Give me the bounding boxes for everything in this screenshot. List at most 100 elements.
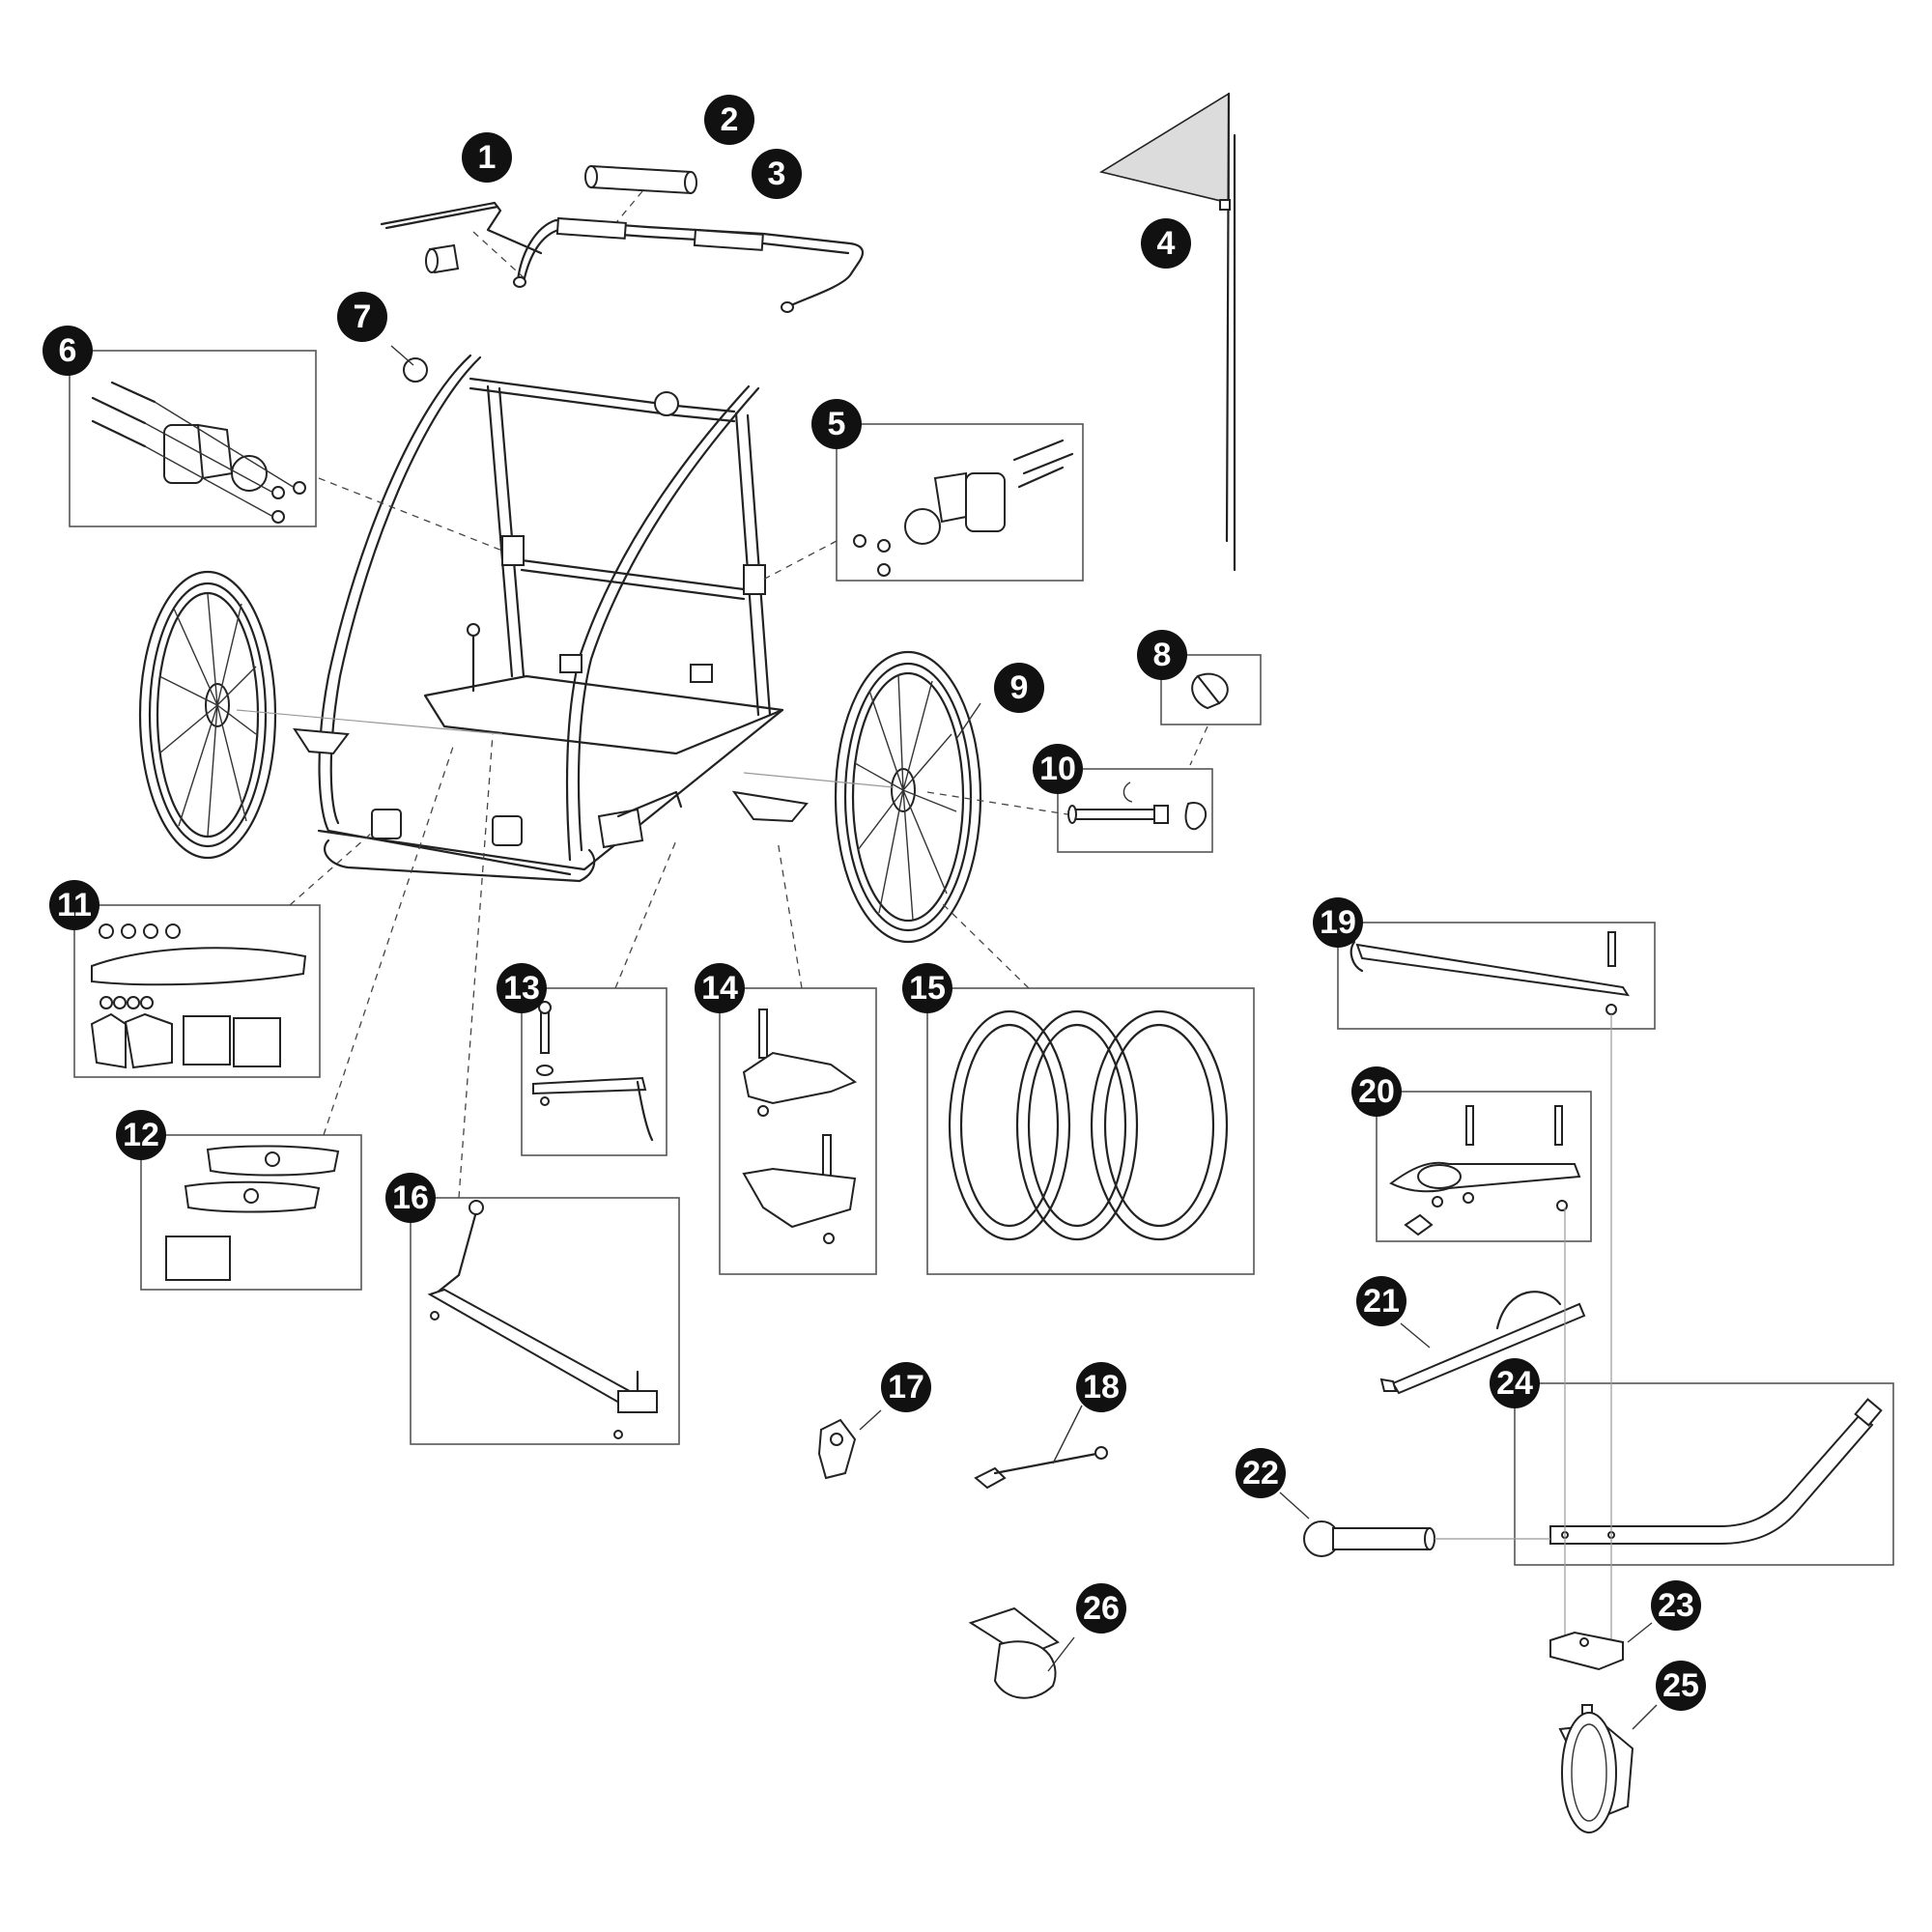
callout-4: 4 bbox=[1141, 218, 1191, 269]
callout-2: 2 bbox=[704, 95, 754, 145]
part-5-box bbox=[836, 423, 1084, 582]
svg-text:1: 1 bbox=[478, 139, 497, 176]
callout-16: 16 bbox=[385, 1173, 436, 1223]
svg-text:9: 9 bbox=[1010, 669, 1029, 706]
part-16-box bbox=[410, 1197, 680, 1445]
svg-text:4: 4 bbox=[1157, 225, 1176, 262]
svg-text:21: 21 bbox=[1363, 1283, 1400, 1320]
callout-25: 25 bbox=[1656, 1661, 1706, 1711]
svg-text:15: 15 bbox=[909, 970, 946, 1007]
callout-14-link bbox=[777, 839, 803, 989]
part-safety-flag bbox=[1098, 92, 1236, 572]
part-quick-release-skewer bbox=[974, 1405, 1108, 1490]
callout-19: 19 bbox=[1313, 897, 1363, 948]
svg-text:2: 2 bbox=[721, 101, 739, 138]
callout-6: 6 bbox=[43, 326, 93, 376]
svg-text:18: 18 bbox=[1083, 1369, 1120, 1406]
svg-text:17: 17 bbox=[888, 1369, 924, 1406]
part-safety-strap bbox=[1379, 1291, 1586, 1395]
part-front-reflector-set bbox=[165, 1145, 340, 1281]
part-right-hinge-clamp bbox=[853, 439, 1074, 577]
part-15-box bbox=[926, 987, 1255, 1275]
callout-12-link bbox=[323, 743, 455, 1136]
callout-17: 17 bbox=[881, 1362, 931, 1412]
part-left-hinge-clamp bbox=[91, 381, 306, 524]
part-parking-brake-pedal bbox=[968, 1606, 1075, 1699]
svg-text:22: 22 bbox=[1242, 1455, 1279, 1492]
part-push-handlebar bbox=[513, 216, 865, 313]
part-tow-arm-bracket-kit bbox=[1389, 1105, 1581, 1236]
part-14-box bbox=[719, 987, 877, 1275]
svg-text:6: 6 bbox=[59, 332, 77, 369]
svg-text:19: 19 bbox=[1320, 904, 1356, 941]
part-stroller-front-wheel bbox=[1558, 1704, 1658, 1833]
callout-15: 15 bbox=[902, 963, 952, 1013]
svg-text:12: 12 bbox=[123, 1117, 159, 1153]
part-hitch-coupler bbox=[817, 1409, 882, 1480]
callout-14: 14 bbox=[695, 963, 745, 1013]
svg-text:26: 26 bbox=[1083, 1590, 1120, 1627]
callout-8-link bbox=[1189, 725, 1208, 766]
part-hitch-pin bbox=[532, 1001, 654, 1142]
callout-6-link bbox=[318, 477, 503, 552]
svg-text:20: 20 bbox=[1358, 1073, 1395, 1110]
callout-11-link bbox=[289, 832, 373, 906]
svg-text:14: 14 bbox=[701, 970, 738, 1007]
svg-text:24: 24 bbox=[1496, 1365, 1533, 1402]
svg-text:10: 10 bbox=[1039, 751, 1076, 787]
callout-7-leader bbox=[390, 345, 414, 366]
svg-text:3: 3 bbox=[768, 156, 786, 192]
part-front-wheel-mount bbox=[1549, 1622, 1653, 1671]
part-20-box bbox=[1376, 1091, 1592, 1242]
callout-18: 18 bbox=[1076, 1362, 1126, 1412]
svg-text:13: 13 bbox=[503, 970, 540, 1007]
part-tow-arm-support-bar bbox=[1350, 931, 1630, 1015]
part-10-box bbox=[1057, 768, 1213, 853]
callout-16-link bbox=[458, 733, 494, 1199]
part-8-box bbox=[1160, 654, 1262, 725]
callout-1: 1 bbox=[462, 132, 512, 183]
svg-text:5: 5 bbox=[828, 406, 846, 442]
part-24-box bbox=[1514, 1382, 1894, 1566]
callout-20: 20 bbox=[1351, 1066, 1402, 1117]
callout-10-link bbox=[926, 791, 1068, 815]
callout-12: 12 bbox=[116, 1110, 166, 1160]
callout-3: 3 bbox=[752, 149, 802, 199]
part-retaining-clip bbox=[380, 201, 543, 281]
callout-13: 13 bbox=[497, 963, 547, 1013]
callout-5-link bbox=[762, 540, 838, 581]
part-hub-cap bbox=[1191, 672, 1229, 710]
callout-10: 10 bbox=[1033, 744, 1083, 794]
svg-text:11: 11 bbox=[57, 887, 92, 923]
part-rear-wheel bbox=[743, 650, 982, 944]
part-tires bbox=[948, 1009, 1229, 1241]
svg-text:23: 23 bbox=[1658, 1587, 1694, 1624]
callout-7: 7 bbox=[337, 292, 387, 342]
svg-text:7: 7 bbox=[354, 298, 372, 335]
part-19-box bbox=[1337, 922, 1656, 1030]
callout-11: 11 bbox=[49, 880, 99, 930]
callout-22: 22 bbox=[1236, 1448, 1286, 1498]
callout-23: 23 bbox=[1651, 1580, 1701, 1631]
callout-26: 26 bbox=[1076, 1583, 1126, 1634]
part-11-box bbox=[73, 904, 321, 1078]
callout-21: 21 bbox=[1356, 1276, 1406, 1326]
trailer-frame bbox=[293, 354, 809, 883]
svg-text:25: 25 bbox=[1662, 1667, 1699, 1704]
part-6-box bbox=[69, 350, 317, 527]
callout-8: 8 bbox=[1137, 630, 1187, 680]
part-12-box bbox=[140, 1134, 362, 1291]
part-wheel-axle bbox=[1067, 781, 1208, 831]
svg-text:16: 16 bbox=[392, 1179, 429, 1216]
callout-24: 24 bbox=[1490, 1358, 1540, 1408]
svg-text:8: 8 bbox=[1153, 637, 1172, 673]
part-axle-crossbar bbox=[427, 1200, 658, 1439]
part-13-box bbox=[521, 987, 668, 1156]
left-wheel bbox=[138, 570, 503, 860]
callout-13-link bbox=[614, 839, 677, 989]
part-tow-arm bbox=[1549, 1398, 1883, 1545]
callout-9: 9 bbox=[994, 663, 1044, 713]
part-handlebar-grip bbox=[584, 164, 697, 233]
callout-15-link bbox=[941, 902, 1030, 989]
